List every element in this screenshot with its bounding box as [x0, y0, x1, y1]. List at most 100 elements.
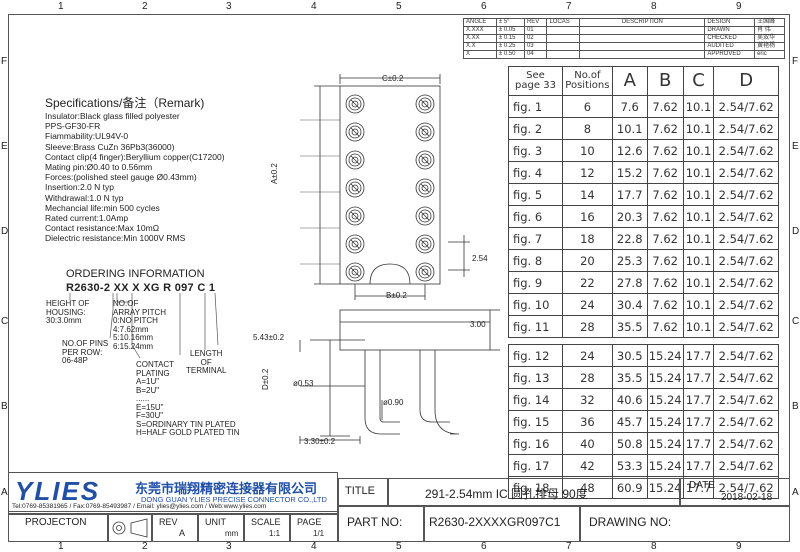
pin-hole: [351, 100, 359, 108]
pin-hole: [418, 97, 432, 111]
pin-hole: [348, 265, 362, 279]
pin-hole: [351, 240, 359, 248]
column-number: 9: [736, 541, 742, 552]
pin-hole: [415, 150, 435, 170]
table-cell: 10.1: [682, 183, 715, 206]
pin-hole: [418, 181, 432, 195]
table-cell: 35.5: [611, 315, 648, 338]
scale-value: 1:1: [269, 529, 281, 538]
table-cell: 7.62: [646, 117, 684, 140]
row-letter: F: [792, 56, 799, 67]
table-cell: 25.3: [611, 249, 648, 272]
pin-mark: [420, 127, 430, 137]
table-cell: 24: [562, 344, 613, 367]
table-cell: 42: [562, 454, 613, 477]
table-cell: fig. 3: [508, 139, 563, 162]
dim-d053: ø0.53: [293, 379, 314, 388]
table-cell: 2.54/7.62: [713, 388, 779, 411]
pin-hole: [421, 240, 429, 248]
dim-c: C±0.2: [382, 74, 404, 83]
table-cell: 10.1: [682, 293, 715, 316]
table-cell: 15.24: [646, 344, 684, 367]
unit-block: UNIT mm: [198, 514, 244, 542]
pin-hole: [345, 178, 365, 198]
pin-hole: [421, 212, 429, 220]
pin-hole: [415, 94, 435, 114]
column-number: 2: [142, 541, 148, 552]
company-name-en: DONG GUAN YLIES PRECISE CONNECTOR CO.,LT…: [141, 495, 327, 504]
dim-330: 3.30±0.2: [304, 437, 336, 446]
pin-hole: [418, 265, 432, 279]
column-number: 7: [566, 541, 572, 552]
date-block: DATE 2018-02-18: [680, 478, 790, 506]
pin-mark: [350, 211, 360, 221]
pin-hole: [421, 268, 429, 276]
row-letter: D: [792, 226, 800, 237]
table-cell: 2.54/7.62: [713, 227, 779, 250]
table-cell: 8: [562, 117, 613, 140]
title-value: 291-2.54mm IC 圆孔排母 90度: [388, 478, 680, 506]
table-cell: 7.62: [646, 183, 684, 206]
spec-line: Mating pin:Ø0.40 to 0.56mm: [45, 162, 153, 173]
column-number: 2: [142, 1, 148, 12]
table-cell: 12: [562, 161, 613, 184]
pin-hole: [415, 262, 435, 282]
table-cell: 53.3: [611, 454, 648, 477]
row-letter: C: [792, 316, 800, 327]
table-cell: 7.62: [646, 293, 684, 316]
pin-hole: [348, 97, 362, 111]
row-letter: D: [1, 226, 9, 237]
pin-hole: [348, 153, 362, 167]
table-cell: 36: [562, 410, 613, 433]
col-c: C: [682, 66, 715, 96]
row-letter: A: [792, 487, 799, 498]
table-cell: 10.1: [682, 139, 715, 162]
table-cell: fig. 14: [508, 388, 563, 411]
table-cell: fig. 10: [508, 293, 563, 316]
spec-line: Mechancial life:min 500 cycles: [45, 202, 160, 213]
pin-mark: [350, 127, 360, 137]
revision-cell: ± 0.50: [495, 50, 525, 59]
pin-mark: [350, 267, 360, 277]
row-letter: B: [1, 401, 8, 412]
table-cell: 15.24: [646, 476, 684, 499]
spec-line: Fiammability:UL94V-0: [45, 131, 129, 142]
table-cell: 2.54/7.62: [713, 117, 779, 140]
company-block: YLIES 东莞市瑞翔精密连接器有限公司 DONG GUAN YLIES PRE…: [8, 472, 338, 512]
revision-cell: 01: [523, 26, 548, 35]
revision-cell: [546, 42, 581, 51]
column-number: 7: [566, 1, 572, 12]
col-see: See page 33: [508, 66, 563, 96]
revision-header: DESIGN: [704, 18, 756, 27]
pin-hole: [351, 156, 359, 164]
table-cell: 2.54/7.62: [713, 344, 779, 367]
scale-block: SCALE 1:1: [244, 514, 290, 542]
pin-mark: [420, 211, 430, 221]
part-no-value: R2630-2XXXXGR097C1: [424, 506, 580, 542]
revision-cell: AUDITED: [704, 42, 756, 51]
col-a: A: [611, 66, 648, 96]
dim-d090: ø0.90: [383, 398, 404, 407]
table-cell: 22.8: [611, 227, 648, 250]
spec-line: Contact clip(4 finger):Beryllium copper(…: [45, 151, 225, 162]
dim-543: 5.43±0.2: [253, 333, 285, 342]
date-value: 2018-02-18: [721, 492, 773, 503]
part-no-label: PART NO:: [338, 506, 424, 542]
table-cell: 2.54/7.62: [713, 249, 779, 272]
table-cell: 10.1: [682, 205, 715, 228]
table-cell: 2.54/7.62: [713, 271, 779, 294]
table-cell: 32: [562, 388, 613, 411]
table-cell: 20.3: [611, 205, 648, 228]
projection-label: PROJECTON: [8, 514, 108, 542]
pin-hole: [418, 153, 432, 167]
pin-hole: [421, 128, 429, 136]
table-gap: [508, 337, 779, 345]
table-cell: 14: [562, 183, 613, 206]
table-cell: 10.1: [682, 271, 715, 294]
revision-cell: [546, 26, 581, 35]
